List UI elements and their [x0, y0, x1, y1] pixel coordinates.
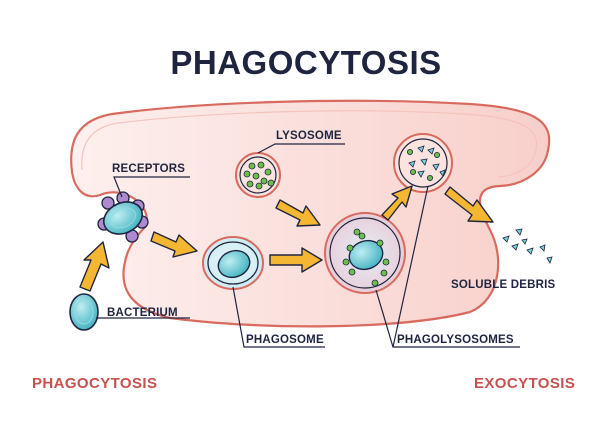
receptor-binding-site [97, 191, 149, 243]
label-phagolysosomes: PHAGOLYSOSOMES [397, 334, 514, 346]
leader-lines [96, 143, 520, 348]
arrow-exocytosis [444, 186, 494, 223]
phagolysosome-small [393, 133, 453, 193]
arrow-receptors-to-phagosome [150, 231, 198, 258]
label-lysosome: LYSOSOME [276, 130, 342, 142]
arrow-bacterium-to-receptors [79, 241, 110, 292]
phagolysosome-large [324, 212, 406, 294]
lysosome-vesicle [235, 152, 281, 198]
arrow-phagosome-to-phagolysosome [269, 247, 323, 273]
bacterium-cell [69, 293, 99, 331]
label-receptors: RECEPTORS [112, 163, 186, 175]
receptor [101, 196, 115, 210]
footer-phagocytosis: PHAGOCYTOSIS [32, 375, 158, 392]
diagram-title: PHAGOCYTOSIS [170, 44, 442, 81]
soluble-debris-particles [502, 228, 553, 264]
label-phagosome: PHAGOSOME [246, 334, 324, 346]
arrow-phagolysosome-to-small [381, 185, 413, 221]
arrow-lysosome-to-phagolysosome [275, 199, 321, 227]
label-soluble-debris: SOLUBLE DEBRIS [451, 279, 556, 291]
footer-exocytosis: EXOCYTOSIS [474, 375, 576, 392]
process-arrows [79, 185, 494, 292]
phagosome-vesicle [202, 236, 264, 290]
label-bacterium: BACTERIUM [107, 307, 178, 319]
